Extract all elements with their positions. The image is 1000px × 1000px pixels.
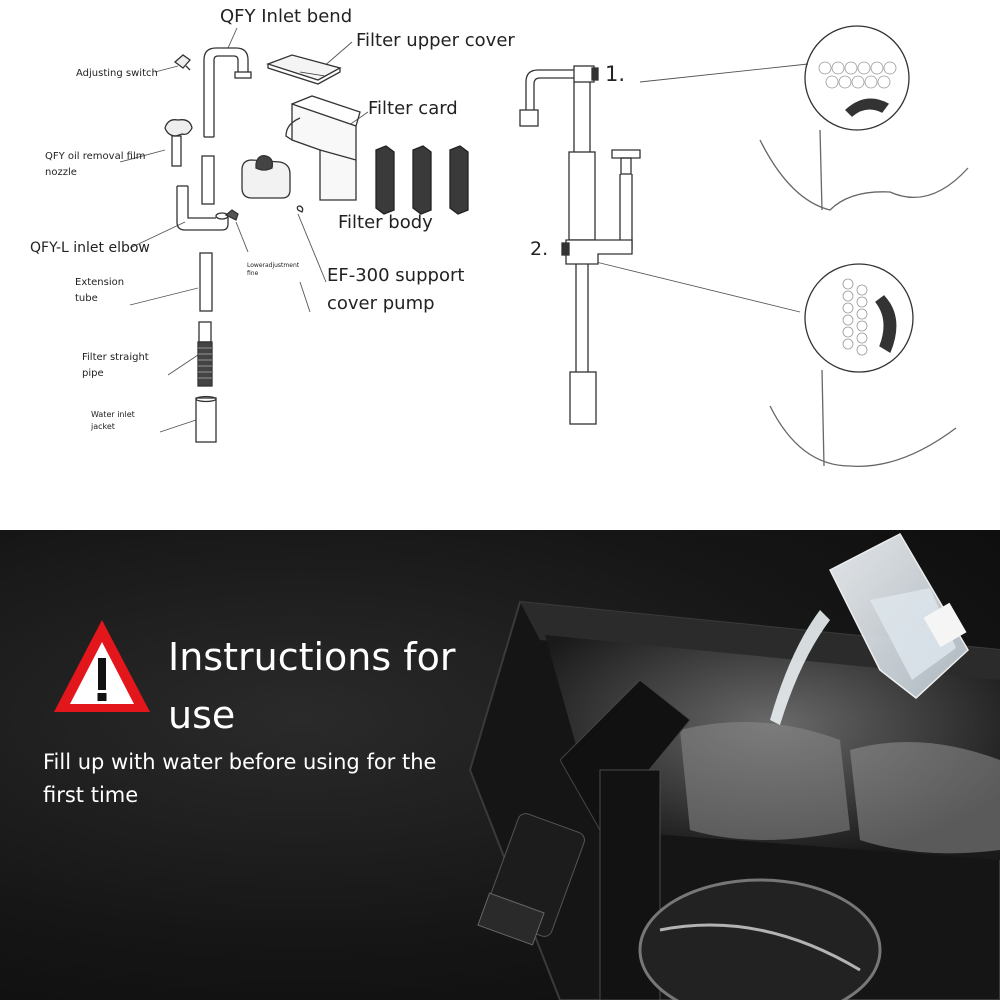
water-jacket-part: [195, 395, 217, 443]
lower-adjustment-part: [224, 209, 239, 221]
exploded-diagram-panel: QFY Inlet bend Filter upper cover Adjust…: [30, 6, 969, 467]
leader-lines: [119, 27, 809, 433]
label-adjusting-switch: Adjusting switch: [76, 68, 158, 79]
inlet-bend-part: [203, 47, 252, 138]
step-1-number: 1.: [605, 62, 626, 86]
diagram-drawing: [119, 25, 969, 467]
label-upper-cover: Filter upper cover: [356, 30, 515, 51]
step-2-number: 2.: [530, 238, 549, 260]
adjusting-switch-part: [173, 54, 191, 71]
label-lower-adjustment: Loweradjustment fine: [247, 262, 300, 277]
label-inlet-elbow: QFY-L inlet elbow: [30, 240, 150, 256]
label-oil-removal-nozzle: QFY oil removal film nozzle: [45, 151, 146, 178]
filter-cards-part: [375, 145, 469, 215]
warning-triangle-icon: [54, 620, 150, 712]
upper-cover-part: [266, 54, 342, 85]
extension-tube-part: [199, 252, 213, 312]
measuring-jug-photo: [828, 533, 969, 699]
filter-photo-illustration: [468, 533, 1000, 1000]
instructions-title: Instructions for use: [168, 635, 456, 737]
label-ef300-pump: EF-300 support cover pump: [327, 265, 465, 314]
instructions-body: Fill up with water before using for the …: [43, 750, 437, 807]
detail-circle-top: [759, 25, 969, 211]
inlet-elbow-part: [176, 185, 229, 231]
middle-pipe-part: [201, 155, 215, 205]
detail-circle-bottom: [769, 263, 957, 467]
label-inlet-bend: QFY Inlet bend: [220, 6, 353, 27]
support-pump-part: [241, 155, 304, 213]
label-filter-card: Filter card: [368, 98, 458, 119]
label-extension-tube: Extension tube: [75, 277, 125, 304]
label-straight-pipe: Filter straight pipe: [82, 352, 149, 379]
label-water-jacket: Water inlet jacket: [91, 410, 135, 431]
water-stream: [770, 610, 830, 725]
label-filter-body: Filter body: [338, 212, 433, 233]
oil-nozzle-part: [164, 119, 193, 167]
straight-pipe-part: [197, 321, 213, 387]
instruction-photo-panel: Instructions for use Fill up with water …: [0, 530, 1000, 1000]
filter-body-part: [285, 95, 361, 201]
assembled-filter-drawing: [519, 65, 641, 425]
